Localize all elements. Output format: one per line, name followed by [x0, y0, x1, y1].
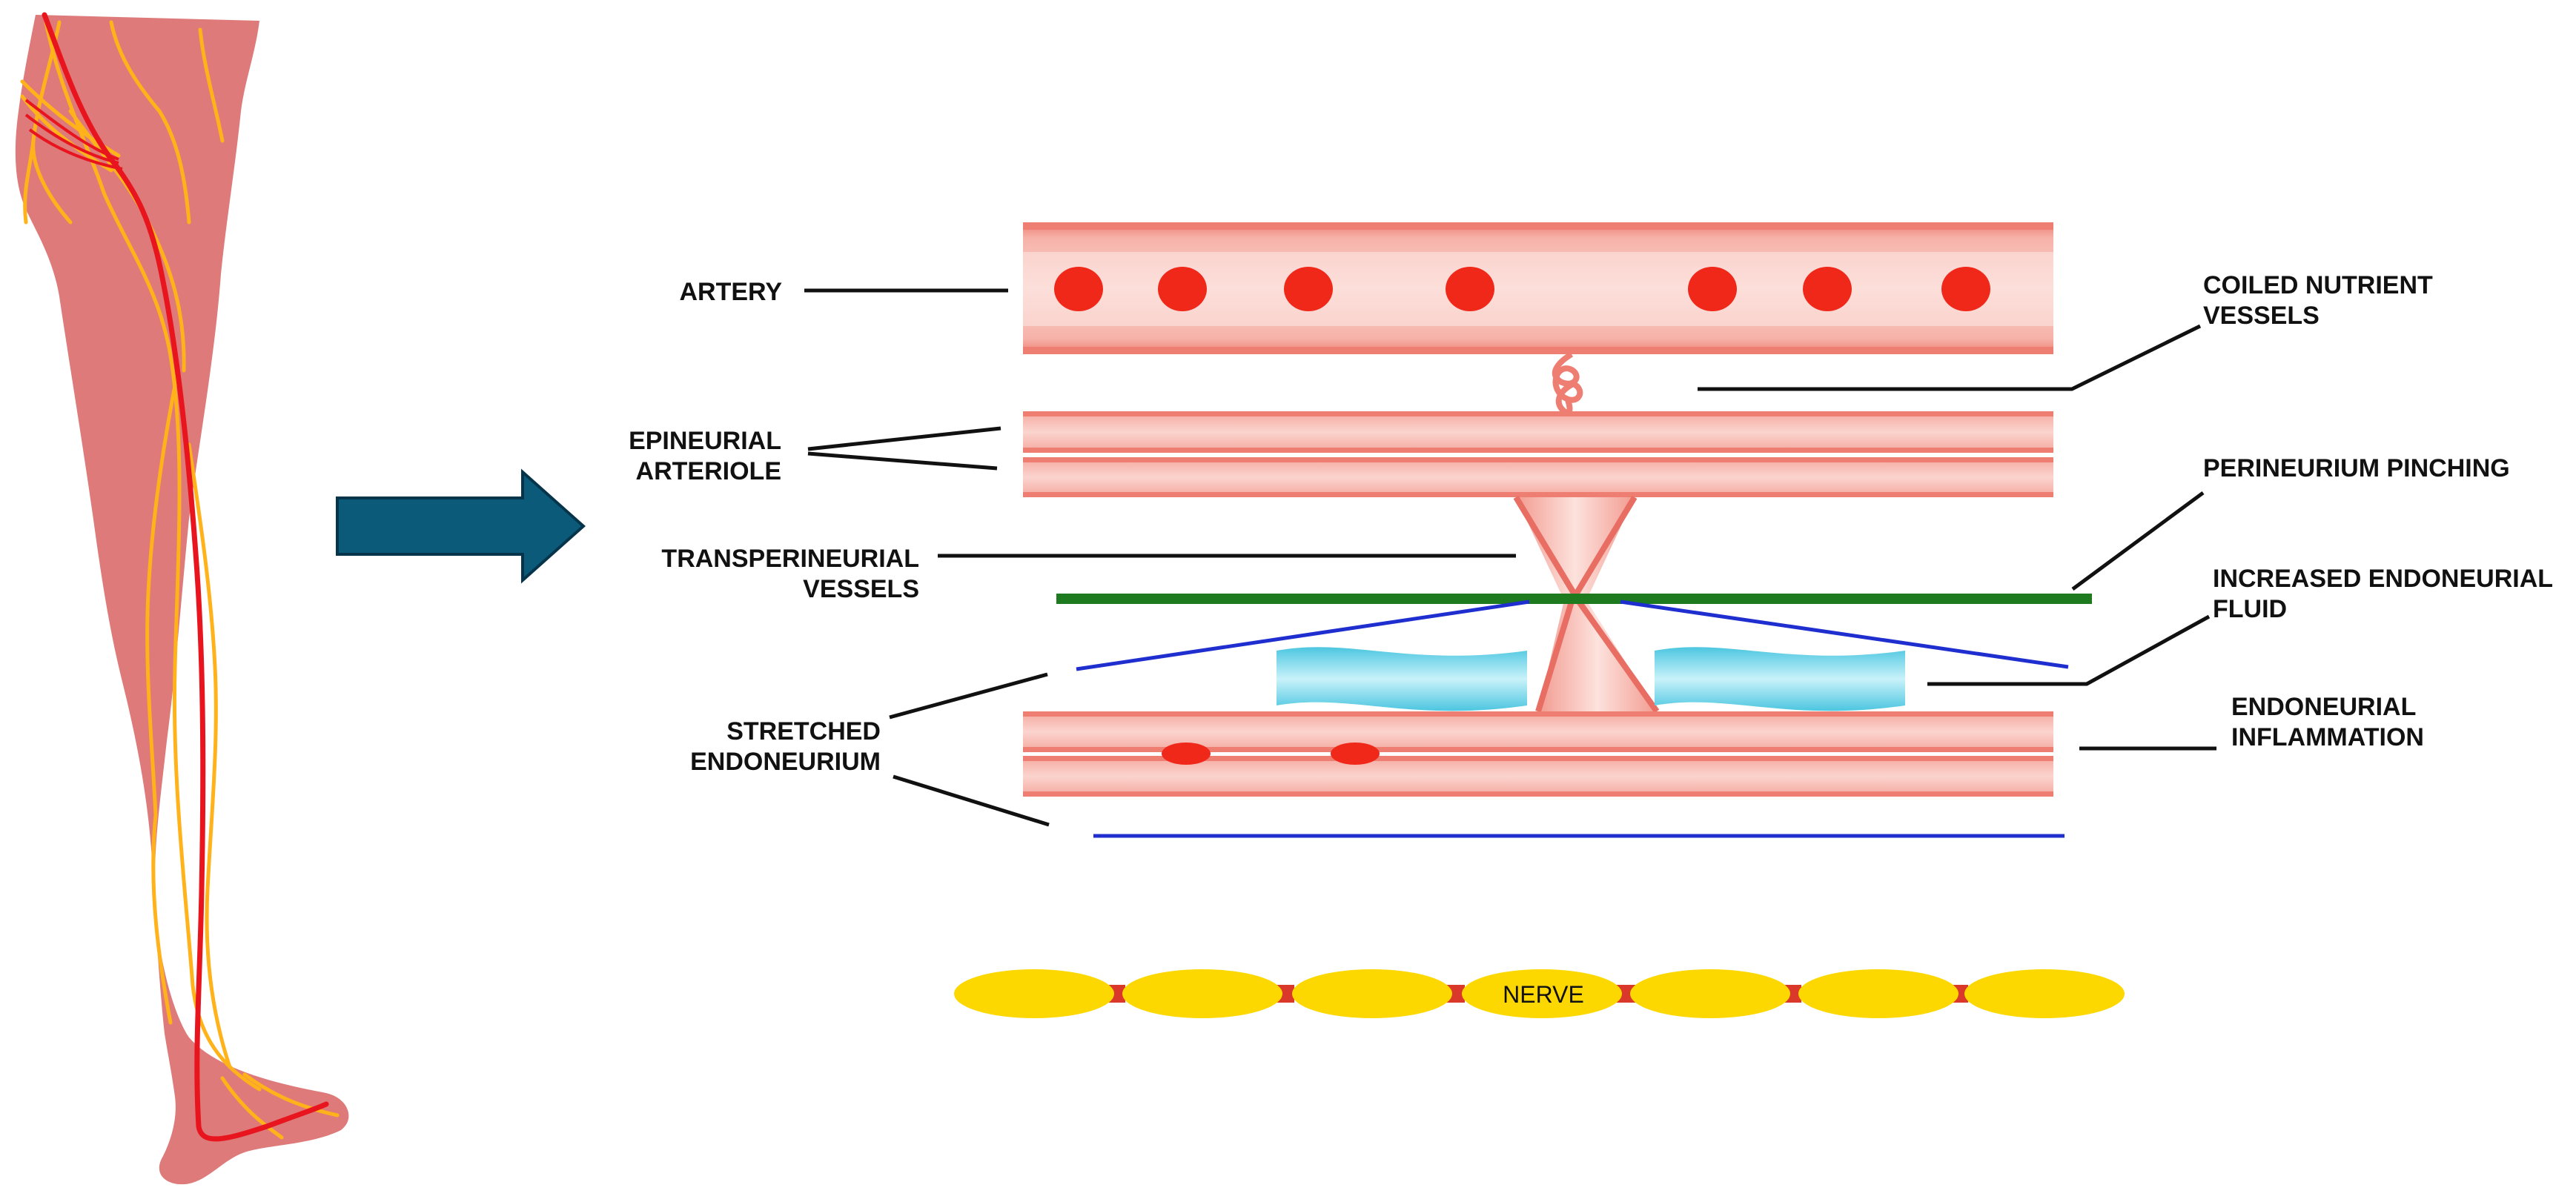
nerve-fiber: NERVE: [954, 969, 2125, 1018]
label-endoneurial-inflammation-line2: INFLAMMATION: [2231, 723, 2424, 751]
label-endoneurial-fluid-line1: INCREASED ENDONEURIAL: [2213, 565, 2553, 593]
label-epineurial-arteriole-line1: EPINEURIAL: [629, 427, 781, 455]
transperineurial-vessel: [1513, 495, 1660, 714]
endoneurial-vessel: [1023, 711, 2053, 797]
epineurial-arteriole-vessel: [1023, 411, 2053, 497]
label-artery: ARTERY: [679, 278, 782, 306]
label-stretched-endoneurium-line2: ENDONEURIUM: [690, 748, 881, 776]
label-perineurium-pinching: PERINEURIUM PINCHING: [2203, 454, 2510, 482]
endoneurial-fluid: [1277, 647, 1905, 711]
label-transperineurial-line1: TRANSPERINEURIAL: [661, 545, 919, 573]
leader-lines: [804, 288, 2216, 827]
right-arrow-icon: [336, 468, 586, 584]
leg-artery: [42, 12, 329, 1142]
labels: ARTERY EPINEURIAL ARTERIOLE TRANSPERINEU…: [629, 271, 2553, 776]
label-endoneurial-fluid-line2: FLUID: [2213, 595, 2287, 623]
label-epineurial-arteriole-line2: ARTERIOLE: [636, 457, 781, 485]
artery-vessel: [1023, 222, 2053, 354]
label-transperineurial-line2: VESSELS: [803, 575, 919, 603]
inflammatory-cells: [1162, 743, 1380, 765]
label-stretched-endoneurium-line1: STRETCHED: [726, 717, 881, 745]
leg-anatomy-icon: [15, 12, 349, 1185]
red-blood-cells: [1054, 267, 1990, 311]
label-coiled-vessels-line2: VESSELS: [2203, 302, 2320, 330]
endoneurium-lines: [1076, 600, 2069, 838]
label-endoneurial-inflammation-line1: ENDONEURIAL: [2231, 693, 2416, 721]
label-coiled-vessels-line1: COILED NUTRIENT: [2203, 271, 2433, 299]
leg-silhouette: [15, 15, 349, 1185]
label-nerve: NERVE: [1503, 981, 1584, 1008]
coiled-nutrient-vessel: [1552, 351, 1583, 416]
